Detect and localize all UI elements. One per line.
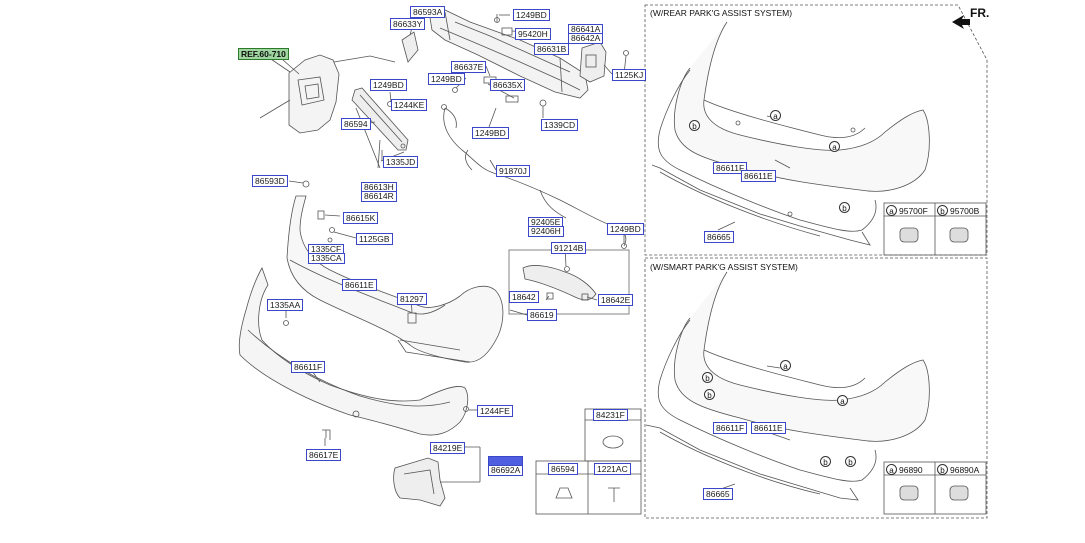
part-1249BD-a[interactable]: 1249BD — [428, 73, 465, 85]
part-86611F[interactable]: 86611F — [291, 361, 326, 373]
part-81297[interactable]: 81297 — [397, 293, 427, 305]
front-arrow-icon — [952, 15, 970, 29]
part-84219E[interactable]: 84219E — [430, 442, 466, 454]
part-86594[interactable]: 86594 — [341, 118, 371, 130]
smart-callout-b-3: b — [820, 456, 831, 467]
smart-part-86665[interactable]: 86665 — [703, 488, 733, 500]
part-18642[interactable]: 18642 — [509, 291, 539, 303]
smart-park-panel-title: (W/SMART PARK'G ASSIST SYSTEM) — [650, 262, 798, 272]
part-1221AC[interactable]: 1221AC — [594, 463, 631, 475]
part-1244FE[interactable]: 1244FE — [477, 405, 513, 417]
part-1335CA[interactable]: 1335CA — [308, 253, 345, 264]
part-86619[interactable]: 86619 — [527, 309, 557, 321]
rear-sensor-b-part[interactable]: 95700B — [950, 206, 980, 216]
smart-part-86611F[interactable]: 86611F — [713, 422, 748, 434]
part-86611E[interactable]: 86611E — [342, 279, 377, 291]
part-86593D[interactable]: 86593D — [252, 175, 288, 187]
rear-callout-b: b — [689, 120, 700, 131]
rear-sensor-a-part[interactable]: 95700F — [899, 206, 928, 216]
part-91870J[interactable]: 91870J — [496, 165, 530, 177]
smart-callout-b-2: b — [704, 389, 715, 400]
part-1244KE[interactable]: 1244KE — [391, 99, 428, 111]
part-86617E[interactable]: 86617E — [306, 449, 342, 461]
smart-park-panel-frame — [644, 257, 988, 519]
rear-sensor-a-letter: a — [886, 205, 897, 216]
part-86633Y[interactable]: 86633Y — [390, 18, 426, 30]
part-95420H[interactable]: 95420H — [515, 28, 551, 40]
smart-callout-b-4: b — [845, 456, 856, 467]
part-1249BD-c[interactable]: 1249BD — [472, 127, 509, 139]
part-86614R[interactable]: 86614R — [361, 191, 397, 202]
rear-sensor-b-letter: b — [937, 205, 948, 216]
rear-part-86611E[interactable]: 86611E — [741, 170, 776, 182]
part-1249BD-d[interactable]: 1249BD — [607, 223, 644, 235]
part-18642E[interactable]: 18642E — [598, 294, 634, 306]
smart-sensor-a-letter: a — [886, 464, 897, 475]
smart-sensor-a-part[interactable]: 96890 — [899, 465, 923, 475]
ref-label[interactable]: REF.60-710 — [238, 48, 289, 60]
part-86615K[interactable]: 86615K — [343, 212, 379, 224]
part-1249BD-b[interactable]: 1249BD — [370, 79, 407, 91]
smart-part-86611E[interactable]: 86611E — [751, 422, 786, 434]
part-1335AA[interactable]: 1335AA — [267, 299, 304, 311]
part-86593A[interactable]: 86593A — [410, 6, 446, 18]
smart-callout-a-2: a — [837, 395, 848, 406]
part-1335JD[interactable]: 1335JD — [383, 156, 419, 168]
part-86635X[interactable]: 86635X — [490, 79, 526, 91]
part-1249BD-top[interactable]: 1249BD — [513, 9, 550, 21]
part-92406H[interactable]: 92406H — [528, 226, 564, 237]
smart-sensor-b-letter: b — [937, 464, 948, 475]
part-86594-table[interactable]: 86594 — [548, 463, 578, 475]
smart-callout-b-1: b — [702, 372, 713, 383]
rear-part-86611F[interactable]: 86611F — [713, 162, 748, 174]
part-84231F[interactable]: 84231F — [593, 409, 628, 421]
rear-callout-a: a — [770, 110, 781, 121]
rear-callout-a-2: a — [829, 141, 840, 152]
smart-sensor-b-part[interactable]: 96890A — [950, 465, 980, 475]
front-direction-label: FR. — [970, 6, 990, 20]
rear-park-panel-title: (W/REAR PARK'G ASSIST SYSTEM) — [650, 8, 793, 18]
rear-callout-b-2: b — [839, 202, 850, 213]
part-86642A[interactable]: 86642A — [568, 33, 604, 44]
rear-park-panel-frame — [644, 4, 988, 256]
part-1125GB[interactable]: 1125GB — [356, 233, 393, 245]
part-86692A[interactable]: 86692A — [488, 465, 524, 476]
smart-callout-a-1: a — [780, 360, 791, 371]
part-1125KJ[interactable]: 1125KJ — [612, 69, 647, 81]
part-86637E[interactable]: 86637E — [451, 61, 487, 73]
rear-part-86665[interactable]: 86665 — [704, 231, 734, 243]
part-91214B[interactable]: 91214B — [551, 242, 587, 254]
part-86631B[interactable]: 86631B — [534, 43, 570, 55]
part-1339CD[interactable]: 1339CD — [541, 119, 579, 131]
